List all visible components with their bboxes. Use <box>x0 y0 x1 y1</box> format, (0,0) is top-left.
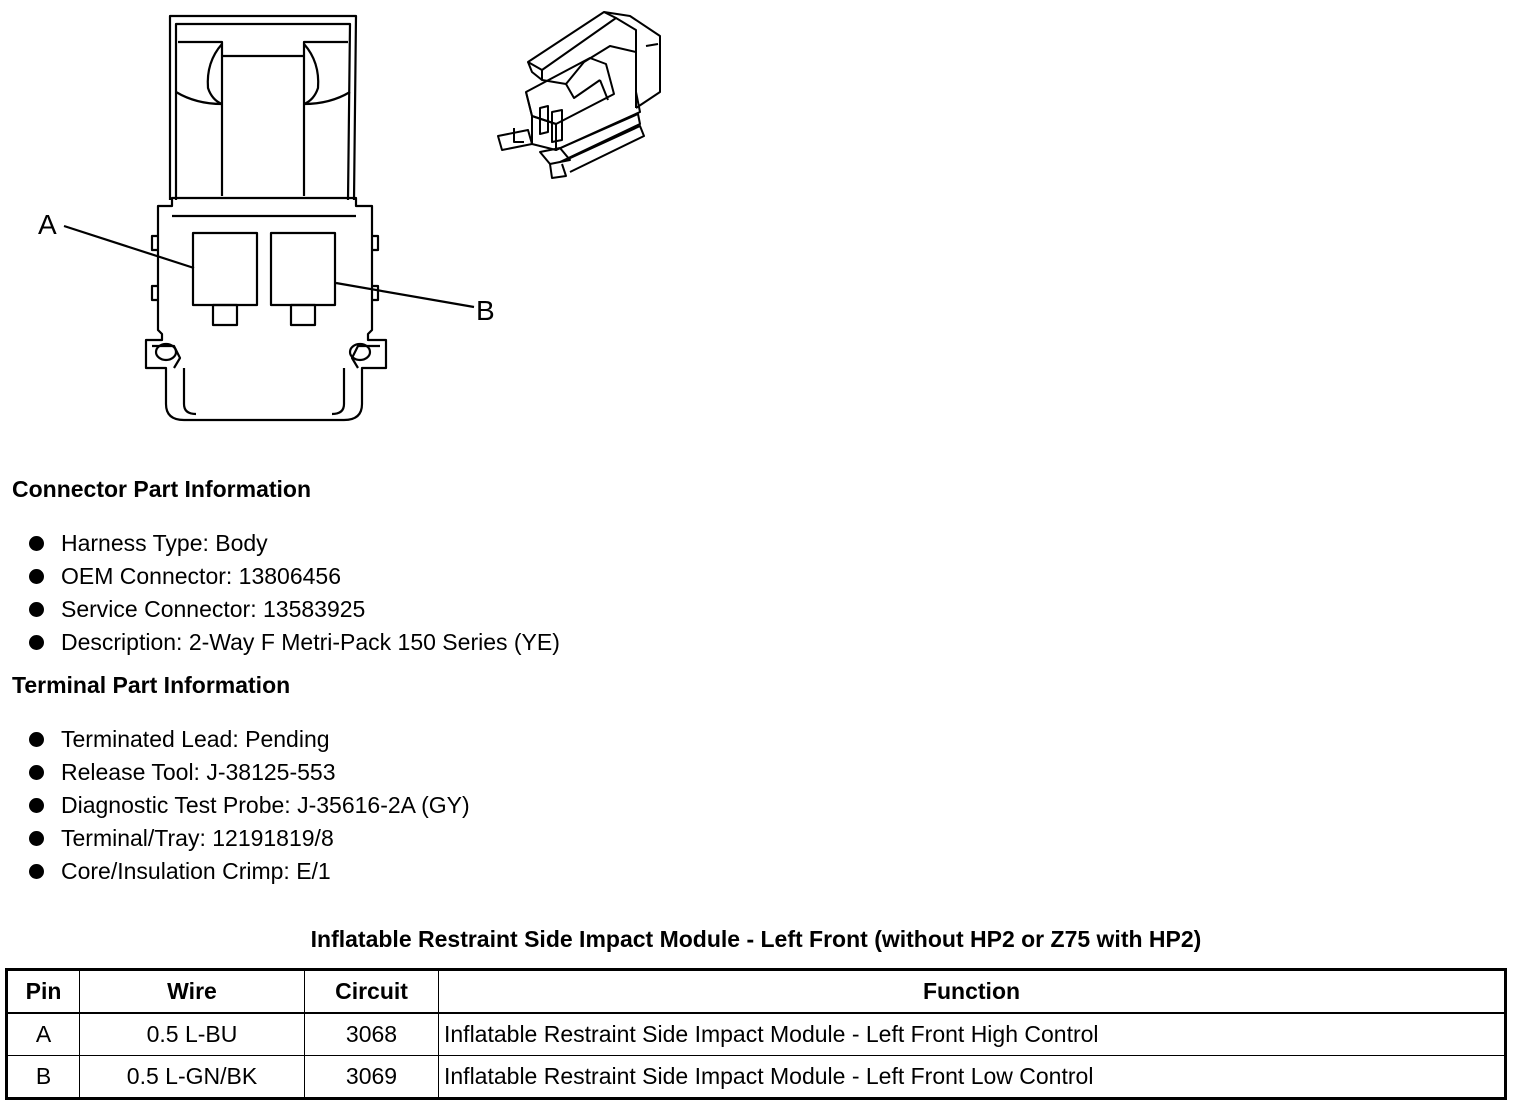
bullet-icon <box>29 732 44 747</box>
cell-circuit: 3069 <box>304 1055 439 1099</box>
bullet-icon <box>29 831 44 846</box>
column-header-wire: Wire <box>79 969 305 1014</box>
pin-table: Pin Wire Circuit Function A 0.5 L-BU 306… <box>5 968 1507 1100</box>
list-item: Release Tool: J-38125-553 <box>28 758 470 791</box>
pin-b-leader <box>335 281 475 309</box>
connector-info-list: Harness Type: Body OEM Connector: 138064… <box>28 529 560 661</box>
cavity-a <box>191 231 259 307</box>
pin-table-title: Inflatable Restraint Side Impact Module … <box>310 926 1202 952</box>
cell-function: Inflatable Restraint Side Impact Module … <box>438 1012 1506 1056</box>
list-item-text: Service Connector: 13583925 <box>61 596 366 622</box>
list-item: Terminated Lead: Pending <box>28 725 470 758</box>
list-item: Service Connector: 13583925 <box>28 595 560 628</box>
connector-isometric-view <box>497 11 661 179</box>
list-item: OEM Connector: 13806456 <box>28 562 560 595</box>
bullet-icon <box>29 569 44 584</box>
column-header-circuit: Circuit <box>304 969 439 1014</box>
cell-function: Inflatable Restraint Side Impact Module … <box>438 1055 1506 1099</box>
list-item: Description: 2-Way F Metri-Pack 150 Seri… <box>28 628 560 661</box>
connector-info-heading: Connector Part Information <box>12 476 312 502</box>
column-header-pin: Pin <box>6 969 80 1014</box>
table-row: B 0.5 L-GN/BK 3069 Inflatable Restraint … <box>6 1055 1506 1099</box>
bullet-icon <box>29 864 44 879</box>
bullet-icon <box>29 798 44 813</box>
list-item-text: Harness Type: Body <box>61 530 268 556</box>
bullet-icon <box>29 602 44 617</box>
pin-a-label: A <box>38 209 57 240</box>
bullet-icon <box>29 635 44 650</box>
cell-pin: A <box>6 1012 80 1056</box>
list-item-text: Terminal/Tray: 12191819/8 <box>61 825 334 851</box>
list-item: Harness Type: Body <box>28 529 560 562</box>
list-item-text: Terminated Lead: Pending <box>61 726 330 752</box>
cavity-b <box>269 231 337 307</box>
terminal-info-list: Terminated Lead: Pending Release Tool: J… <box>28 725 470 890</box>
bullet-icon <box>29 536 44 551</box>
terminal-info-heading: Terminal Part Information <box>12 672 291 698</box>
list-item-text: Release Tool: J-38125-553 <box>61 759 336 785</box>
bullet-icon <box>29 765 44 780</box>
cell-circuit: 3068 <box>304 1012 439 1056</box>
cell-pin: B <box>6 1055 80 1099</box>
list-item-text: OEM Connector: 13806456 <box>61 563 342 589</box>
list-item-text: Core/Insulation Crimp: E/1 <box>61 858 331 884</box>
table-header-row: Pin Wire Circuit Function <box>6 969 1506 1014</box>
connector-diagram: A B <box>38 11 661 422</box>
cell-wire: 0.5 L-BU <box>79 1012 305 1056</box>
table-row: A 0.5 L-BU 3068 Inflatable Restraint Sid… <box>6 1012 1506 1056</box>
column-header-function: Function <box>438 969 1506 1014</box>
list-item-text: Description: 2-Way F Metri-Pack 150 Seri… <box>61 629 560 655</box>
connector-latch-outline <box>168 14 358 201</box>
cell-wire: 0.5 L-GN/BK <box>79 1055 305 1099</box>
connector-body-outline <box>144 196 388 422</box>
list-item: Diagnostic Test Probe: J-35616-2A (GY) <box>28 791 470 824</box>
pin-b-label: B <box>476 295 495 326</box>
list-item: Terminal/Tray: 12191819/8 <box>28 824 470 857</box>
pin-a-leader <box>63 224 195 270</box>
list-item: Core/Insulation Crimp: E/1 <box>28 857 470 890</box>
list-item-text: Diagnostic Test Probe: J-35616-2A (GY) <box>61 792 470 818</box>
